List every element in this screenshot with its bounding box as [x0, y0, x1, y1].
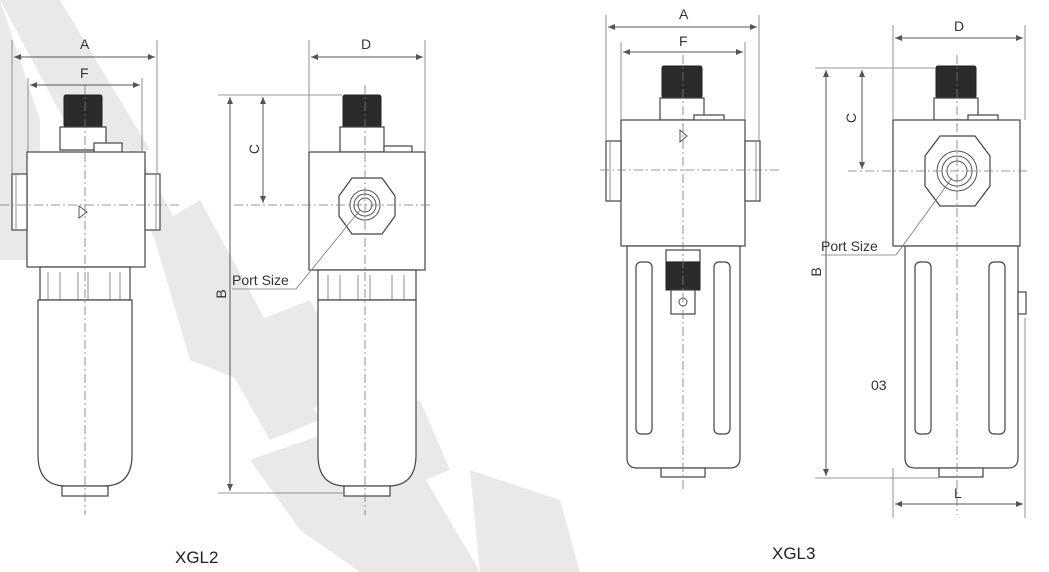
- dim-label-a: A: [679, 6, 689, 22]
- xgl3-front-view: A F: [600, 6, 780, 490]
- xgl2-front-view: A F: [0, 36, 180, 515]
- dim-label-a: A: [80, 36, 90, 52]
- dim-label-b: B: [808, 267, 824, 276]
- dim-label-c: C: [843, 113, 859, 123]
- xgl2-side-view: D C B Port Size: [213, 36, 430, 515]
- adjust-knob: [661, 65, 703, 99]
- port-size-label: Port Size: [821, 238, 878, 254]
- dim-label-f: F: [679, 33, 688, 49]
- dim-label-b: B: [213, 289, 229, 298]
- body-block: [26, 151, 146, 268]
- dim-label-c: C: [246, 144, 262, 154]
- adjust-knob: [935, 65, 977, 99]
- xgl3-side-view: D C B L 03 Port Size: [808, 18, 1030, 518]
- dim-label-f: F: [80, 65, 89, 81]
- dim-label-d: D: [361, 36, 371, 52]
- dim-label-l: L: [954, 485, 962, 501]
- bowl: [317, 299, 417, 487]
- adjust-knob: [342, 94, 382, 128]
- port-hex: [338, 177, 396, 235]
- dim-label-03: 03: [871, 377, 887, 393]
- port-size-label: Port Size: [232, 272, 289, 288]
- adjust-knob: [63, 94, 103, 128]
- dim-label-d: D: [954, 18, 964, 34]
- caption-xgl3: XGL3: [772, 544, 815, 563]
- bowl: [626, 245, 741, 469]
- caption-xgl2: XGL2: [175, 548, 218, 567]
